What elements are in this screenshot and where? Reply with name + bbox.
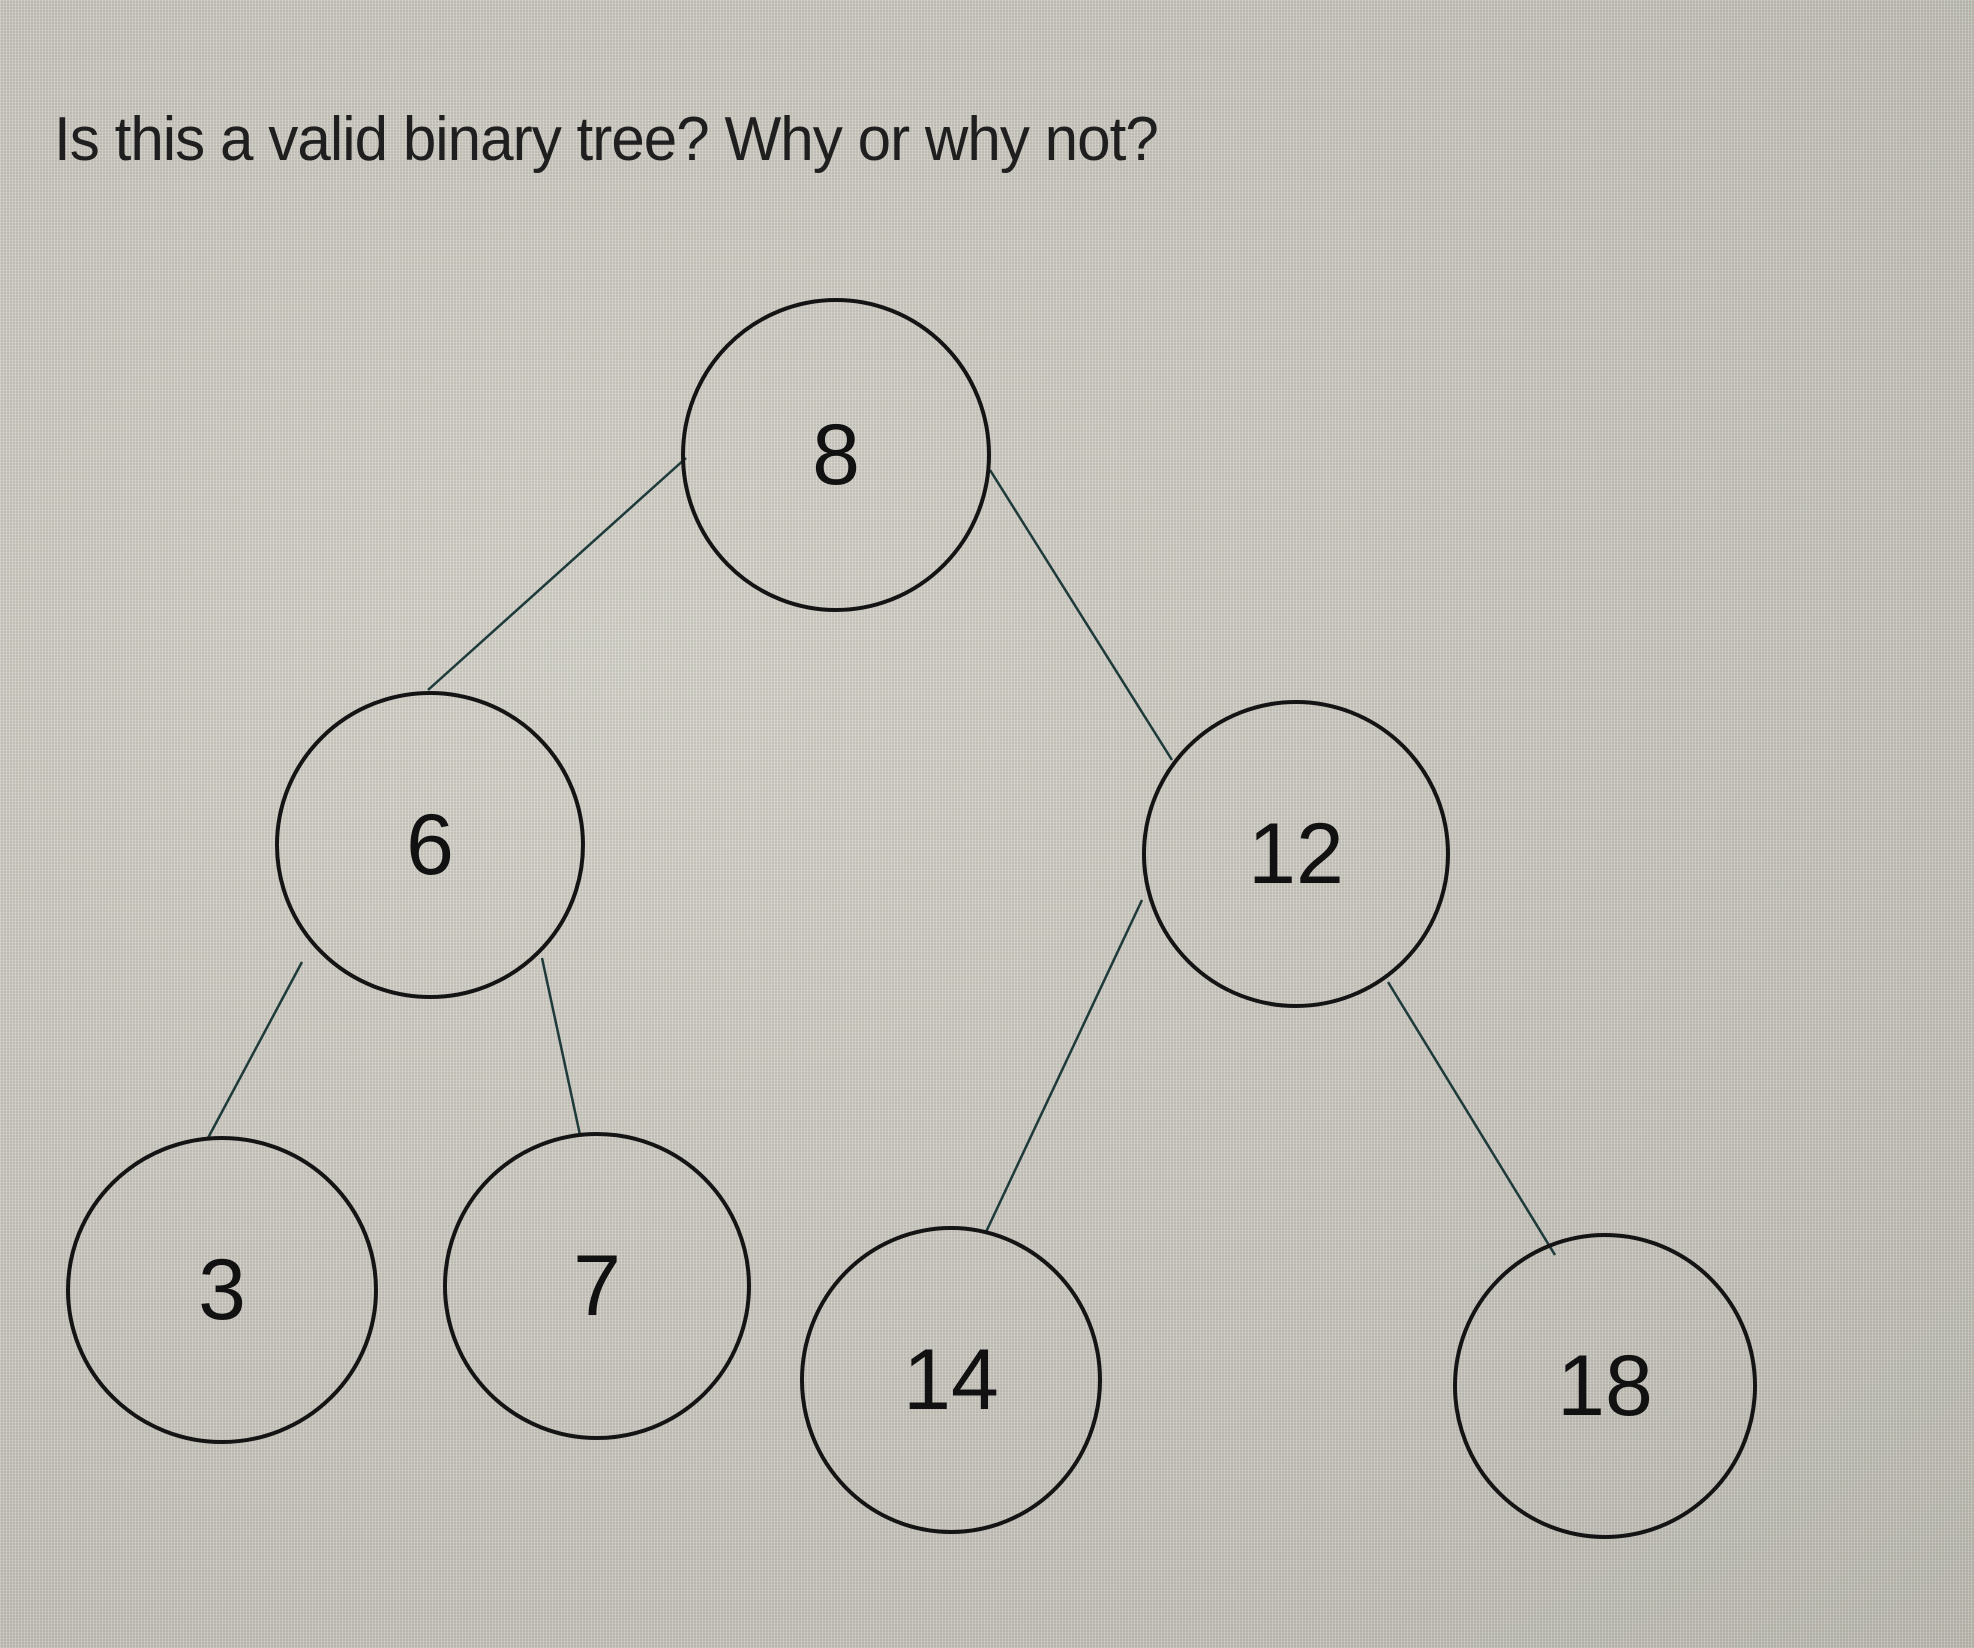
tree-node-3: 3 <box>66 1136 378 1444</box>
node-value: 12 <box>1248 806 1344 902</box>
node-value: 8 <box>812 407 860 503</box>
node-circle <box>443 1132 751 1440</box>
tree-node-8: 8 <box>681 298 991 612</box>
tree-node-12: 12 <box>1142 700 1450 1008</box>
tree-node-7: 7 <box>443 1132 751 1440</box>
node-circle <box>800 1226 1102 1534</box>
node-circle <box>1142 700 1450 1008</box>
tree-nodes: 8 6 12 3 7 14 18 <box>66 298 1757 1539</box>
tree-node-14: 14 <box>800 1226 1102 1534</box>
edge-8-12 <box>988 469 1174 761</box>
edge-6-7 <box>540 957 582 1136</box>
question-text: Is this a valid binary tree? Why or why … <box>54 105 1159 174</box>
node-value: 7 <box>573 1238 621 1334</box>
node-value: 3 <box>198 1242 246 1338</box>
edge-8-6 <box>427 457 687 691</box>
node-circle <box>66 1136 378 1444</box>
tree-node-18: 18 <box>1453 1233 1757 1539</box>
tree-node-6: 6 <box>275 691 585 999</box>
edge-6-3 <box>206 961 304 1139</box>
node-circle <box>275 691 585 999</box>
node-value: 6 <box>406 797 454 893</box>
tree-edges <box>206 457 1557 1256</box>
edge-12-18 <box>1386 981 1557 1256</box>
node-value: 14 <box>903 1332 999 1428</box>
node-circle <box>1453 1233 1757 1539</box>
edge-12-14 <box>984 899 1144 1233</box>
node-circle <box>681 298 991 612</box>
node-value: 18 <box>1557 1338 1653 1434</box>
